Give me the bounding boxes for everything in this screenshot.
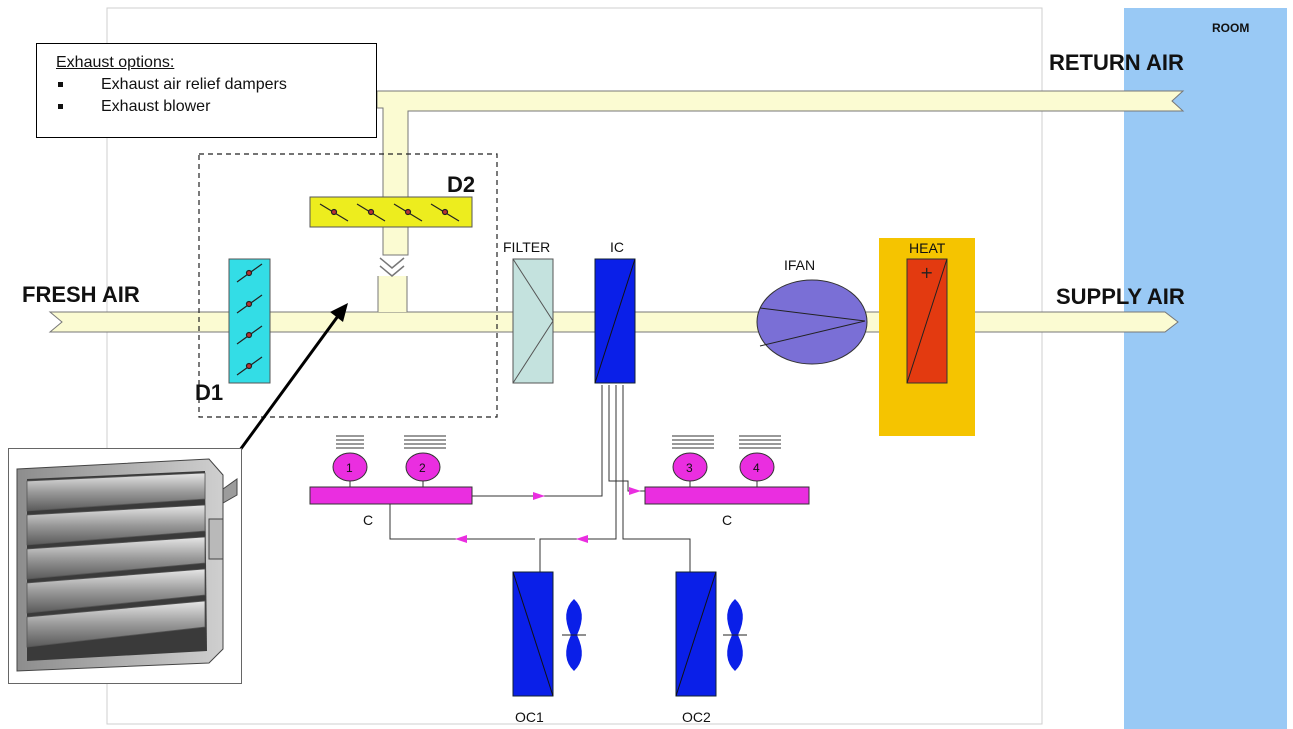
- room-label: ROOM: [1212, 21, 1249, 35]
- compressor-4: 4: [739, 435, 781, 487]
- heat-label: HEAT: [909, 240, 946, 256]
- compressor-rail-left: [309, 486, 473, 505]
- heater-plus-icon: +: [920, 263, 933, 282]
- indoor-fan: [756, 279, 868, 365]
- compressor-group-left-label: C: [363, 512, 373, 528]
- indoor-coil-label: IC: [610, 239, 624, 255]
- filter: [512, 258, 554, 384]
- compressor-3-label: 3: [686, 461, 693, 475]
- flow-arrows: [455, 487, 641, 543]
- damper-d1-label: D1: [195, 380, 223, 405]
- exhaust-branch: [378, 276, 407, 312]
- damper-d1-blades: [236, 263, 263, 376]
- system-frame: [106, 7, 1043, 725]
- compressor-group-right-label: C: [722, 512, 732, 528]
- damper-d1: [228, 258, 271, 384]
- damper-d2-blades: [319, 203, 460, 222]
- compressor-1-label: 1: [346, 461, 353, 475]
- room-zone: [1124, 8, 1287, 729]
- exhaust-option-item: Exhaust blower: [56, 96, 376, 118]
- damper-d2-label: D2: [447, 172, 475, 197]
- pointer-arrow: [238, 315, 340, 451]
- outdoor-coil-2-label: OC2: [682, 709, 711, 725]
- exhaust-options-title: Exhaust options:: [56, 54, 175, 71]
- exhaust-option-item: Exhaust air relief dampers: [56, 74, 376, 96]
- compressor-2: 2: [404, 435, 446, 487]
- supply-air-label: SUPPLY AIR: [1056, 284, 1185, 309]
- return-air-label: RETURN AIR: [1049, 50, 1184, 75]
- condenser-fan-icon: [723, 599, 747, 671]
- compressor-2-label: 2: [419, 461, 426, 475]
- outdoor-coil-1-label: OC1: [515, 709, 544, 725]
- compressor-3: 3: [672, 435, 714, 487]
- damper-photo-icon: [8, 448, 242, 684]
- compressor-1: 1: [332, 435, 368, 487]
- compressor-4-label: 4: [753, 461, 760, 475]
- exhaust-module-outline: [198, 153, 498, 418]
- filter-label: FILTER: [503, 239, 550, 255]
- duct-junction-chevron: [379, 265, 405, 277]
- refrigerant-lines: [389, 385, 691, 572]
- indoor-fan-label: IFAN: [784, 257, 815, 273]
- exhaust-options-list: Exhaust air relief dampers Exhaust blowe…: [56, 74, 376, 118]
- compressor-rail-right: [644, 486, 810, 505]
- fresh-air-label: FRESH AIR: [22, 282, 140, 307]
- exhaust-options-callout: Exhaust options: Exhaust air relief damp…: [36, 43, 377, 138]
- return-air-duct: [376, 90, 1185, 256]
- condenser-fan-icon: [562, 599, 586, 671]
